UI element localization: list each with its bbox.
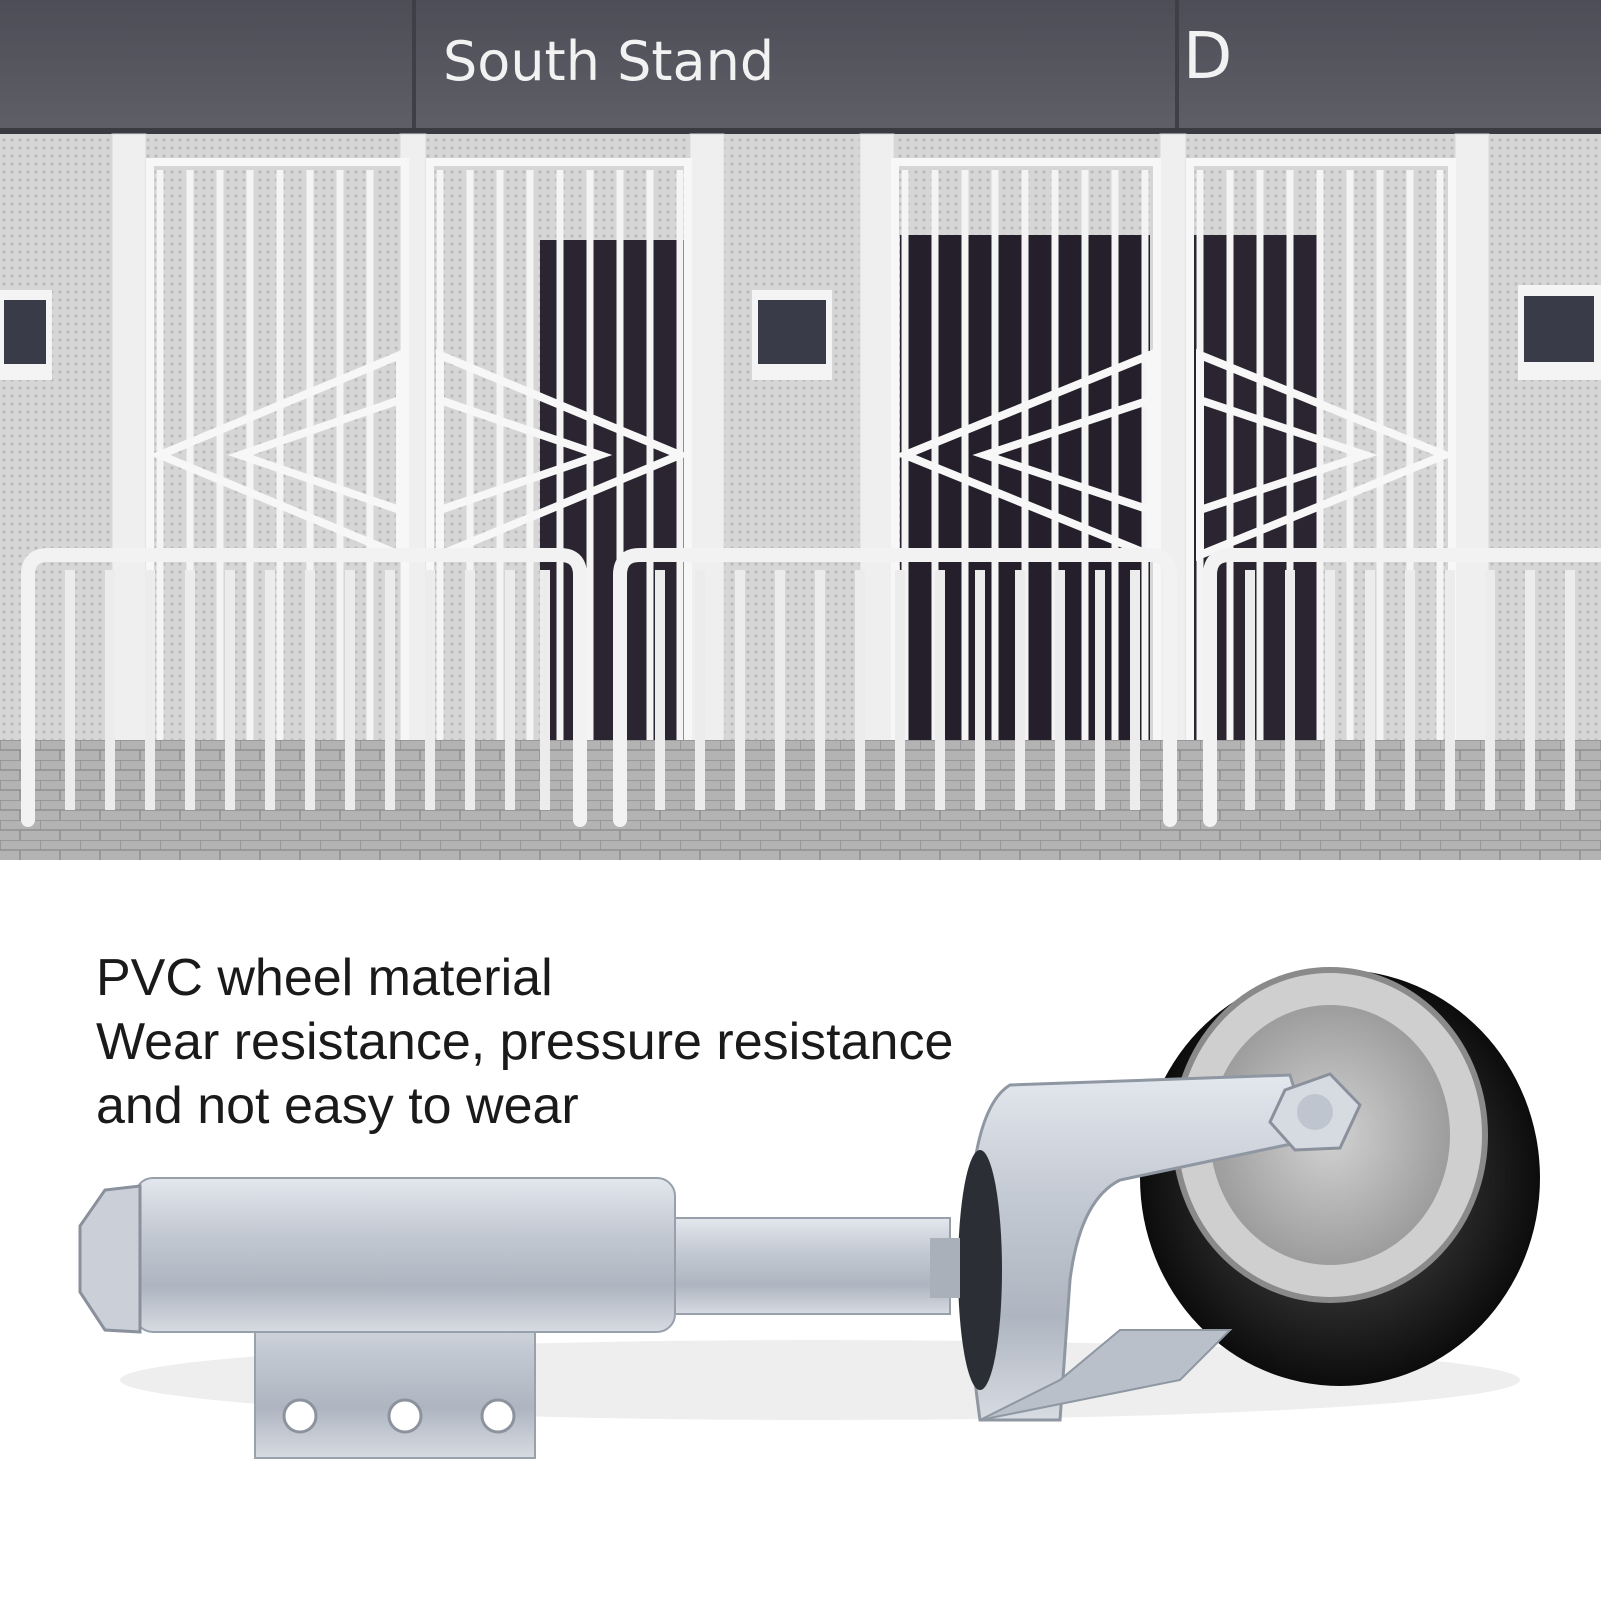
feature-caption: PVC wheel material Wear resistance, pres…: [96, 946, 953, 1138]
gate-frames: [146, 158, 1456, 751]
sign-panel: [0, 0, 1601, 132]
caption-line-3: and not easy to wear: [96, 1077, 579, 1135]
product-section: PVC wheel material Wear resistance, pres…: [0, 860, 1601, 1601]
caption-line-2: Wear resistance, pressure resistance: [96, 1013, 954, 1071]
inner-shaft: [659, 1217, 951, 1315]
caption-line-1: PVC wheel material: [96, 949, 553, 1007]
stadium-photo: South Stand D: [0, 0, 1601, 860]
wall-lights: [0, 285, 1601, 380]
end-nut: [78, 1184, 142, 1334]
stand-label: South Stand: [443, 30, 774, 93]
gate-letter: D: [1183, 20, 1232, 94]
paving-ground: [0, 740, 1601, 860]
swivel-ring: [958, 1150, 1002, 1390]
perforated-wall: [0, 130, 1601, 750]
caster-wheel-photo: [78, 967, 1540, 1459]
crowd-barriers: [21, 548, 1601, 827]
pvc-wheel: [1140, 967, 1540, 1386]
outer-tube: [134, 1177, 676, 1333]
barrier-bars: [65, 570, 1575, 810]
